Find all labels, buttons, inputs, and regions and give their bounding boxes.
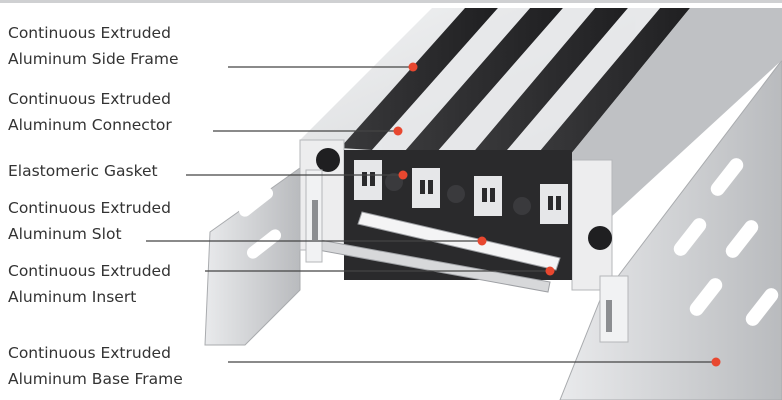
- dot-insert: [546, 267, 555, 276]
- callout-line: Continuous Extruded: [8, 258, 171, 284]
- dot-slot: [478, 237, 487, 246]
- callout-line: Aluminum Connector: [8, 112, 172, 138]
- callout-line: Aluminum Slot: [8, 221, 171, 247]
- callout-line: Continuous Extruded: [8, 340, 183, 366]
- dot-gasket: [399, 171, 408, 180]
- callout-base-frame: Continuous Extruded Aluminum Base Frame: [8, 340, 183, 392]
- callout-line: Aluminum Base Frame: [8, 366, 183, 392]
- callout-line: Aluminum Insert: [8, 284, 171, 310]
- callout-line: Continuous Extruded: [8, 86, 172, 112]
- dot-base-frame: [712, 358, 721, 367]
- dot-side-frame: [409, 63, 418, 72]
- callout-line: Continuous Extruded: [8, 195, 171, 221]
- callout-line: Continuous Extruded: [8, 20, 179, 46]
- callout-side-frame: Continuous Extruded Aluminum Side Frame: [8, 20, 179, 72]
- callout-line: Elastomeric Gasket: [8, 158, 158, 184]
- dot-connector: [394, 127, 403, 136]
- callout-connector: Continuous Extruded Aluminum Connector: [8, 86, 172, 138]
- callout-insert: Continuous Extruded Aluminum Insert: [8, 258, 171, 310]
- callout-slot: Continuous Extruded Aluminum Slot: [8, 195, 171, 247]
- callout-line: Aluminum Side Frame: [8, 46, 179, 72]
- top-edge: [0, 0, 782, 3]
- callout-gasket: Elastomeric Gasket: [8, 158, 158, 184]
